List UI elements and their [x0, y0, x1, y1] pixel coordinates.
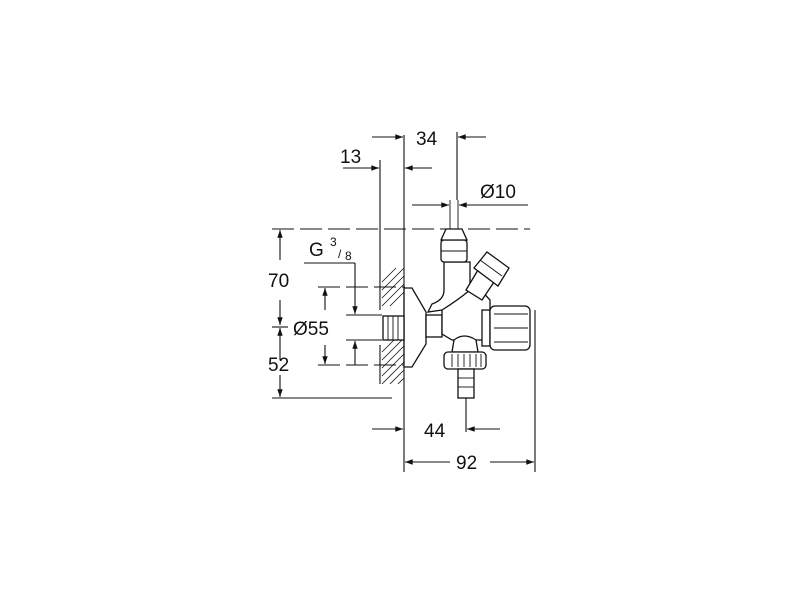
dim-diameter-55: Ø55: [293, 288, 329, 364]
extension-lines: [379, 132, 536, 472]
reference-lines: [272, 228, 530, 399]
svg-text:3: 3: [330, 235, 337, 249]
svg-text:Ø55: Ø55: [293, 319, 329, 340]
dim-diameter-10: Ø10: [412, 182, 528, 208]
svg-text:8: 8: [345, 249, 352, 263]
valve-body: [425, 200, 531, 399]
svg-text:Ø10: Ø10: [480, 182, 516, 203]
dim-92: 92: [405, 453, 535, 474]
svg-text:34: 34: [416, 129, 438, 150]
svg-text:44: 44: [424, 421, 446, 442]
dim-44: 44: [372, 421, 500, 442]
dim-height: 70 52: [268, 230, 289, 397]
rosette: [382, 287, 427, 368]
svg-text:13: 13: [340, 147, 361, 168]
svg-text:92: 92: [456, 453, 477, 474]
dim-13: 13: [340, 147, 432, 171]
dim-34: 34: [372, 129, 486, 150]
thread-label: G 3 / 8: [304, 235, 358, 365]
svg-text:/: /: [338, 247, 342, 261]
svg-text:G: G: [309, 240, 324, 261]
svg-text:52: 52: [268, 355, 289, 376]
svg-text:70: 70: [268, 271, 289, 292]
